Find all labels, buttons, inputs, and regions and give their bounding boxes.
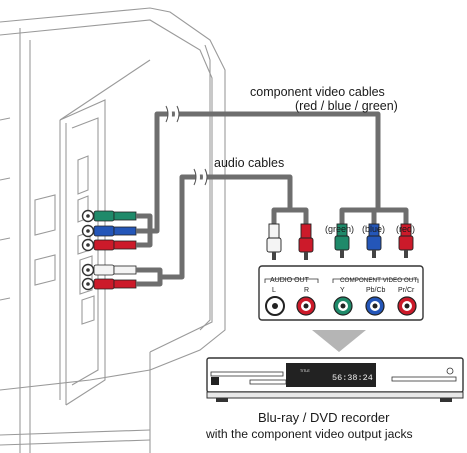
rear-jack-l [265, 296, 285, 316]
comp-y-label: Y [340, 287, 345, 294]
plug-video-red [398, 223, 414, 258]
component-out-label: COMPONENT VIDEO OUT [340, 277, 417, 284]
down-arrow-icon [312, 330, 366, 352]
tv-line-art [0, 7, 226, 453]
audio-out-label: AUDIO OUT [270, 277, 310, 284]
rear-jack-pr [397, 296, 417, 316]
cable-break-icon [166, 104, 207, 187]
cable-break-outline [165, 105, 208, 186]
audio-cables-label: audio cables [214, 156, 284, 170]
component-cables-colors-label: (red / blue / green) [295, 99, 398, 113]
tv-plug-red-audio [93, 278, 137, 290]
rear-jack-r [296, 296, 316, 316]
tv-plug-blue [93, 225, 137, 237]
tv-plug-green [93, 210, 137, 222]
display-small-text: TITLE [300, 369, 310, 373]
recorder-device [206, 357, 464, 402]
plug-blue-label: (blue) [362, 224, 385, 234]
tv-plug-white [93, 264, 137, 276]
rear-jack-pb [365, 296, 385, 316]
plug-audio-white [266, 223, 282, 260]
audio-r-label: R [304, 287, 309, 294]
plug-red-label: (red) [396, 224, 415, 234]
plug-green-label: (green) [325, 224, 354, 234]
audio-l-label: L [272, 287, 276, 294]
tv-plug-red [93, 239, 137, 251]
comp-pb-label: Pb/Cb [366, 287, 386, 294]
tv-component-jacks [81, 209, 95, 291]
display-time: 56:38:24 [332, 373, 373, 383]
component-video-cable [136, 111, 409, 248]
audio-cable [136, 174, 309, 287]
plug-video-blue [366, 223, 382, 258]
rear-jack-y [333, 296, 353, 316]
recorder-caption-line2: with the component video output jacks [206, 427, 413, 441]
comp-pr-label: Pr/Cr [398, 287, 415, 294]
component-cables-label: component video cables [250, 85, 385, 99]
recorder-caption-line1: Blu-ray / DVD recorder [258, 410, 390, 425]
plug-video-green [334, 223, 350, 258]
plug-audio-red [298, 223, 314, 260]
